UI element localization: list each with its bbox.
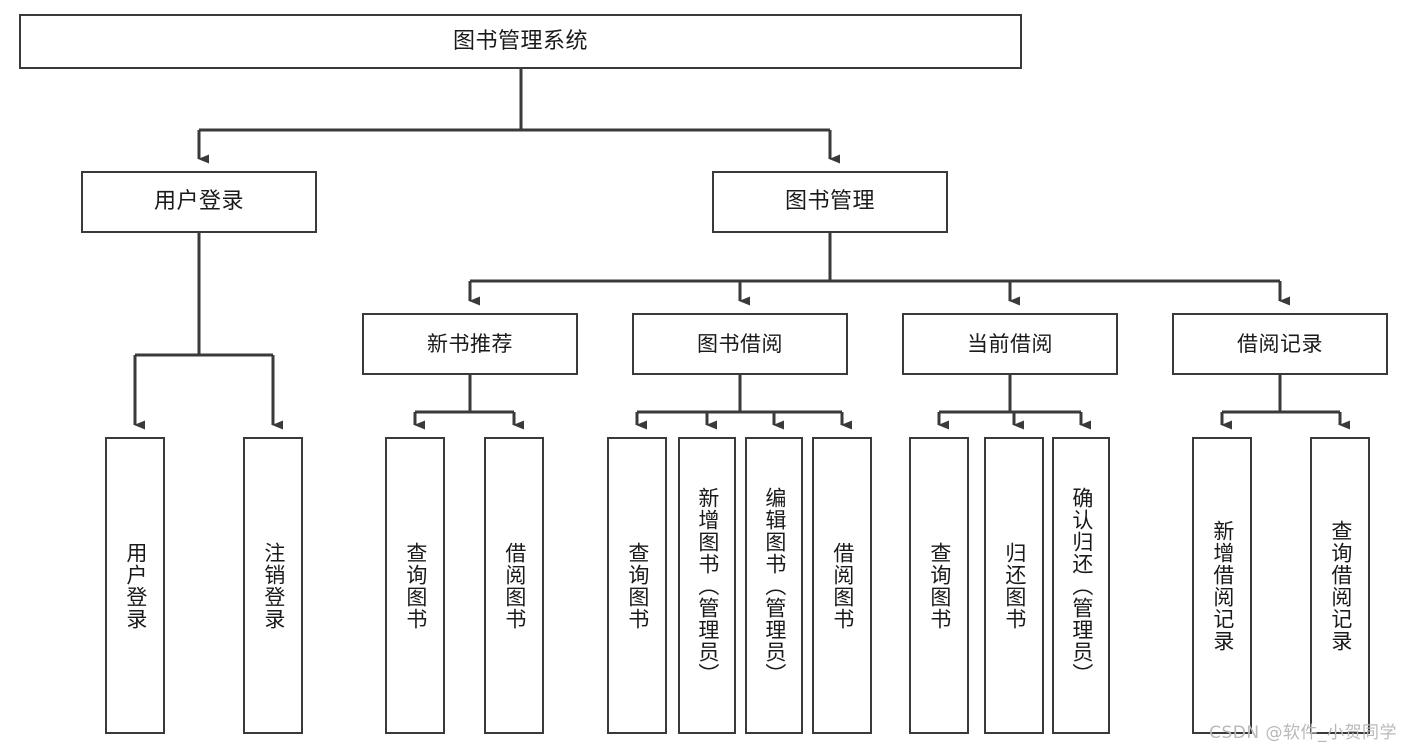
node-leaf-borrow-book-1[interactable]: 借阅图书: [484, 437, 544, 734]
node-label: 借阅图书: [502, 541, 527, 630]
node-borrow-record[interactable]: 借阅记录: [1172, 313, 1388, 375]
node-current-borrow[interactable]: 当前借阅: [902, 313, 1118, 375]
watermark-text: CSDN @软件_小贺同学: [1209, 723, 1397, 743]
node-label: 借阅图书: [830, 541, 855, 630]
node-leaf-user-logout[interactable]: 注销登录: [243, 437, 303, 734]
node-leaf-query-book-2[interactable]: 查询图书: [607, 437, 667, 734]
node-label: 确认归还（管理员）: [1069, 486, 1094, 685]
node-new-book-rec[interactable]: 新书推荐: [362, 313, 578, 375]
node-leaf-query-record[interactable]: 查询借阅记录: [1310, 437, 1370, 734]
node-label: 新书推荐: [427, 331, 513, 356]
node-leaf-query-book-1[interactable]: 查询图书: [385, 437, 445, 734]
node-label: 归还图书: [1002, 541, 1027, 630]
node-leaf-confirm-return[interactable]: 确认归还（管理员）: [1052, 437, 1110, 734]
node-label: 新增图书（管理员）: [695, 486, 720, 685]
node-label: 借阅记录: [1237, 331, 1323, 356]
node-label: 图书借阅: [697, 331, 783, 356]
node-leaf-borrow-book-2[interactable]: 借阅图书: [812, 437, 872, 734]
node-label: 用户登录: [153, 189, 244, 215]
node-label: 注销登录: [261, 541, 286, 630]
node-label: 图书管理系统: [452, 28, 588, 54]
node-leaf-add-book[interactable]: 新增图书（管理员）: [678, 437, 736, 734]
node-label: 查询图书: [927, 541, 952, 630]
node-leaf-edit-book[interactable]: 编辑图书（管理员）: [745, 437, 803, 734]
node-leaf-return-book[interactable]: 归还图书: [984, 437, 1044, 734]
node-label: 新增借阅记录: [1210, 519, 1235, 652]
node-leaf-user-login[interactable]: 用户登录: [105, 437, 165, 734]
node-label: 查询图书: [403, 541, 428, 630]
node-label: 用户登录: [123, 541, 148, 630]
node-leaf-query-book-3[interactable]: 查询图书: [909, 437, 969, 734]
node-label: 图书管理: [784, 189, 875, 215]
node-label: 查询借阅记录: [1328, 519, 1353, 652]
node-label: 编辑图书（管理员）: [762, 486, 787, 685]
node-leaf-add-record[interactable]: 新增借阅记录: [1192, 437, 1252, 734]
node-label: 当前借阅: [967, 331, 1053, 356]
node-book-mgmt[interactable]: 图书管理: [712, 171, 948, 233]
node-label: 查询图书: [625, 541, 650, 630]
node-book-borrow[interactable]: 图书借阅: [632, 313, 848, 375]
node-user-login[interactable]: 用户登录: [81, 171, 317, 233]
node-root[interactable]: 图书管理系统: [19, 14, 1022, 69]
